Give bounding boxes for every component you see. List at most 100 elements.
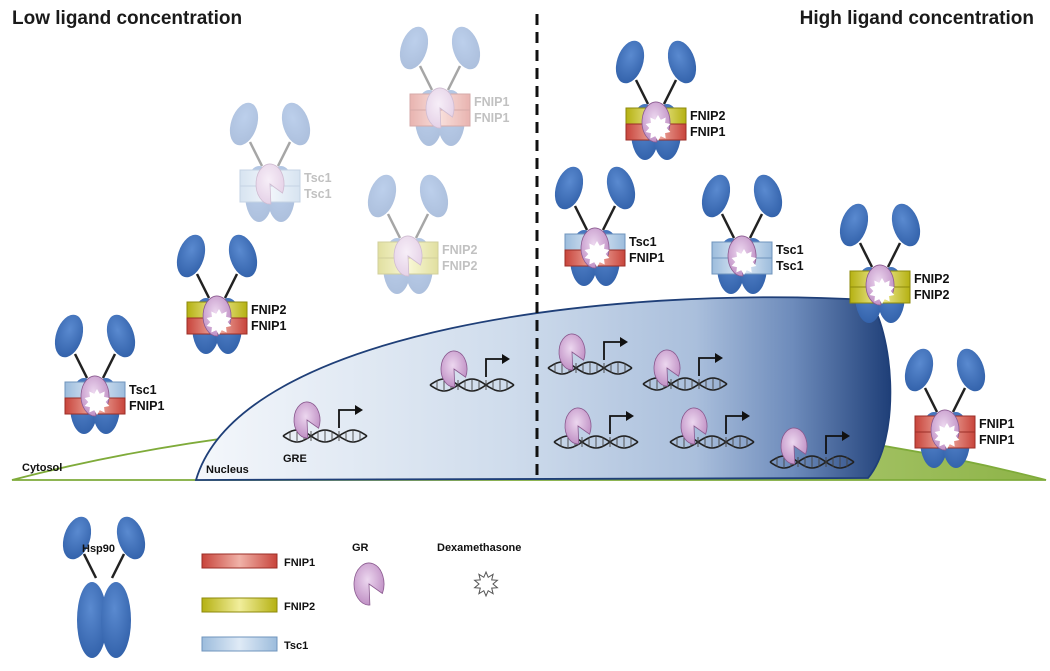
hsp90-head (904, 348, 934, 392)
dna-strand (547, 361, 633, 375)
title-high-ligand: High ligand concentration (799, 8, 1034, 29)
hsp90-linker (858, 242, 874, 268)
hsp90-linker (223, 273, 239, 299)
hsp90-linker (951, 387, 967, 413)
hsp90-head (701, 174, 731, 218)
hsp90-head (753, 174, 783, 218)
complex-label-top: FNIP1 (979, 417, 1014, 431)
transcription-arrow (338, 409, 357, 428)
gr-receptor (293, 401, 321, 439)
hsp90-head (281, 102, 311, 146)
hsp90-linker (248, 141, 264, 167)
hsp90-linker (446, 65, 462, 91)
hsp90-head (367, 174, 397, 218)
dexamethasone-ligand (206, 308, 232, 336)
transcription-arrow (609, 415, 628, 434)
hsp90-linker (101, 353, 117, 379)
complex-label-top: FNIP2 (914, 272, 949, 286)
transcription-arrow (485, 358, 504, 377)
gr-receptor (440, 350, 468, 388)
gene-dna (669, 407, 755, 449)
dna-strand (429, 378, 515, 392)
legend-fnip1-swatch (201, 553, 278, 569)
hsp90-linker (195, 273, 211, 299)
complex-label-top: FNIP2 (251, 303, 286, 317)
hsp90-linker (886, 242, 902, 268)
legend-hsp90-icon (62, 516, 146, 658)
legend-tsc1-swatch (201, 636, 278, 652)
hsp90-linker (573, 205, 589, 231)
gene-group: GRE (282, 333, 855, 469)
nucleus-region (194, 296, 892, 481)
title-low-ligand: Low ligand concentration (12, 8, 243, 29)
gr-receptor (558, 333, 586, 371)
gr-receptor (653, 349, 681, 387)
hsp90-linker (73, 353, 89, 379)
hsp90-linker (748, 213, 764, 239)
complex-label-bottom: FNIP1 (629, 251, 664, 265)
dexamethasone-ligand (584, 240, 610, 268)
gene-dna (553, 407, 639, 449)
legend-gr-label: GR (352, 542, 369, 554)
hsp90-head (419, 174, 449, 218)
transcription-arrow (725, 415, 744, 434)
legend-fnip1-label: FNIP1 (284, 557, 315, 569)
complex-label-bottom: Tsc1 (776, 259, 804, 273)
hsp90-linker (276, 141, 292, 167)
dna-strand (553, 435, 639, 449)
dna-strand (669, 435, 755, 449)
hsp90-head (54, 314, 84, 358)
dna-strand (642, 377, 728, 391)
complex-label-bottom: Tsc1 (304, 187, 332, 201)
legend-tsc1-label: Tsc1 (284, 640, 308, 652)
hsp90-linker (720, 213, 736, 239)
dexamethasone-ligand (869, 277, 895, 305)
dna-strand (769, 455, 855, 469)
complex-label-top: Tsc1 (629, 235, 657, 249)
complex-label-top: Tsc1 (129, 383, 157, 397)
complex-label-bottom: FNIP2 (914, 288, 949, 302)
complex-label-bottom: FNIP2 (442, 259, 477, 273)
gr-receptor (680, 407, 708, 445)
transcription-arrow (698, 357, 717, 376)
complex-label-top: FNIP2 (442, 243, 477, 257)
hsp90-head (891, 203, 921, 247)
hsp90-head (839, 203, 869, 247)
complex-label-top: Tsc1 (304, 171, 332, 185)
hsp90-head (615, 40, 645, 84)
complex-group: Tsc1FNIP1FNIP2FNIP1Tsc1Tsc1FNIP1FNIP1FNI… (54, 26, 1014, 468)
hsp90-head (228, 234, 258, 278)
hsp90-head (956, 348, 986, 392)
hsp90-head (451, 26, 481, 70)
complex-label-bottom: FNIP1 (690, 125, 725, 139)
hsp90-linker (634, 79, 650, 105)
gr-receptor (425, 87, 455, 129)
complex-label-top: Tsc1 (776, 243, 804, 257)
complex-label-top: FNIP1 (474, 95, 509, 109)
hsp90-head (606, 166, 636, 210)
legend-gr-icon (353, 562, 385, 606)
hsp90-linker (601, 205, 617, 231)
gr-receptor (780, 427, 808, 465)
gre-label: GRE (283, 453, 307, 465)
gene-dna (769, 427, 855, 469)
hsp90-head (229, 102, 259, 146)
hsp90-head (176, 234, 206, 278)
transcription-arrow (825, 435, 844, 454)
dexamethasone-ligand (645, 114, 671, 142)
hsp90-linker (386, 213, 402, 239)
hsp90-linker (923, 387, 939, 413)
gene-dna (429, 350, 515, 392)
gr-receptor (393, 235, 423, 277)
gene-dna (547, 333, 633, 375)
complex-label-bottom: FNIP1 (474, 111, 509, 125)
dexamethasone-ligand (731, 248, 757, 276)
dna-strand (282, 429, 368, 443)
